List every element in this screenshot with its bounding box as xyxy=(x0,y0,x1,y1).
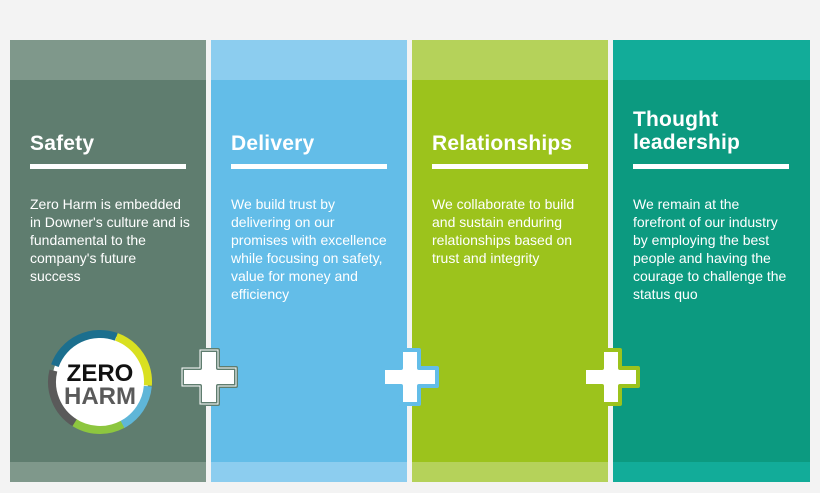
panel-top-band xyxy=(211,40,407,80)
panel-title: Safety xyxy=(30,132,95,155)
title-underline xyxy=(432,164,588,169)
plus-icon xyxy=(381,348,439,406)
panel-top-band xyxy=(412,40,608,80)
plus-icon xyxy=(180,348,238,406)
title-underline xyxy=(30,164,186,169)
panel-delivery: Delivery We build trust by delivering on… xyxy=(211,40,407,482)
panel-text: Zero Harm is embedded in Downer's cultur… xyxy=(30,196,190,284)
panel-title: Thought leadership xyxy=(633,108,741,154)
panel-text: We build trust by delivering on our prom… xyxy=(231,196,387,302)
title-underline xyxy=(633,164,789,169)
panel-top-band xyxy=(613,40,810,80)
zero-harm-logo: ZERO HARM xyxy=(47,330,152,434)
panel-bottom-band xyxy=(613,462,810,482)
panel-bottom-band xyxy=(10,462,206,482)
panel-relationships: Relationships We collaborate to build an… xyxy=(412,40,608,482)
panel-top-band xyxy=(10,40,206,80)
panel-bottom-band xyxy=(211,462,407,482)
plus-icon xyxy=(582,348,640,406)
logo-line-1: ZERO xyxy=(67,360,134,387)
panel-text: We collaborate to build and sustain endu… xyxy=(432,196,575,266)
panel-thought-leadership: Thought leadership We remain at the fore… xyxy=(613,40,810,482)
panel-bottom-band xyxy=(412,462,608,482)
panel-title: Relationships xyxy=(432,132,573,155)
title-underline xyxy=(231,164,387,169)
logo-line-2: HARM xyxy=(64,383,136,410)
panel-text: We remain at the forefront of our indust… xyxy=(633,196,787,302)
panel-title: Delivery xyxy=(231,132,315,155)
